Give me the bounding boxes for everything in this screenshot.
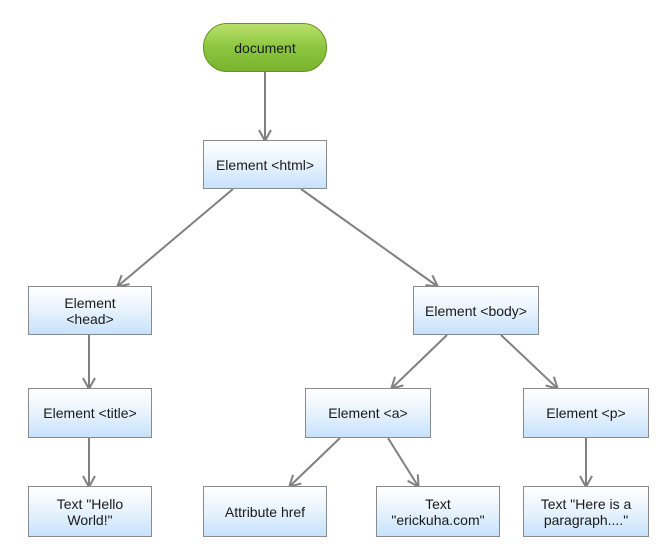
node-element-p: Element <p> — [523, 388, 649, 438]
edge-body-a — [392, 334, 448, 388]
node-element-title: Element <title> — [28, 388, 152, 438]
node-element-body: Element <body> — [413, 286, 539, 335]
node-text-erickuha: Text "erickuha.com" — [376, 486, 500, 537]
node-element-html: Element <html> — [203, 140, 327, 189]
node-document: document — [203, 23, 327, 72]
edge-body-p — [500, 334, 557, 388]
node-element-head: Element <head> — [28, 286, 152, 335]
edge-a-text-erick — [387, 437, 418, 486]
node-text-paragraph: Text "Here is a paragraph...." — [523, 486, 649, 537]
edge-html-body — [300, 188, 437, 286]
node-attribute-href: Attribute href — [203, 486, 327, 537]
node-text-hello-world: Text "Hello World!" — [28, 486, 152, 537]
edge-a-attr-href — [290, 437, 341, 486]
node-element-a: Element <a> — [305, 388, 431, 438]
edge-html-head — [118, 188, 234, 286]
